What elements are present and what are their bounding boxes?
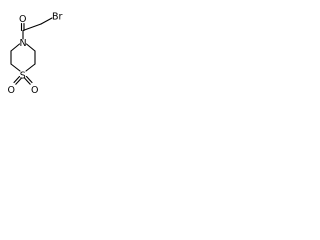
- bromine-atom-label: Br: [52, 12, 63, 23]
- ring-bond-right-s: [25, 63, 36, 72]
- atom-label-layer: Br O N S O O: [8, 12, 63, 97]
- carbonyl-oxygen-atom-label: O: [19, 14, 26, 25]
- sulfonyl-right-double-bond-1: [25, 75, 33, 84]
- carbonyl-ch2-bond: [22, 23, 42, 32]
- chemical-structure-diagram: Br O N S O O: [0, 0, 71, 102]
- ring-bond-left-s: [10, 63, 21, 72]
- ch2-bromine-bond: [40, 17, 53, 25]
- sulfonyl-right-double-bond-2: [24, 77, 31, 85]
- sulfonyl-left-double-bond-1: [13, 75, 21, 84]
- ring-bond-n-right: [25, 43, 36, 52]
- sulfonyl-oxygen-right-atom-label: O: [31, 85, 38, 96]
- ring-bond-n-left: [10, 43, 21, 52]
- ring-sulfur-atom-label: S: [20, 71, 26, 82]
- sulfonyl-left-double-bond-2: [15, 77, 22, 85]
- ring-nitrogen-atom-label: N: [20, 38, 27, 49]
- bond-layer: [10, 17, 53, 85]
- structure-svg: Br O N S O O: [8, 12, 63, 97]
- sulfonyl-oxygen-left-atom-label: O: [8, 85, 15, 96]
